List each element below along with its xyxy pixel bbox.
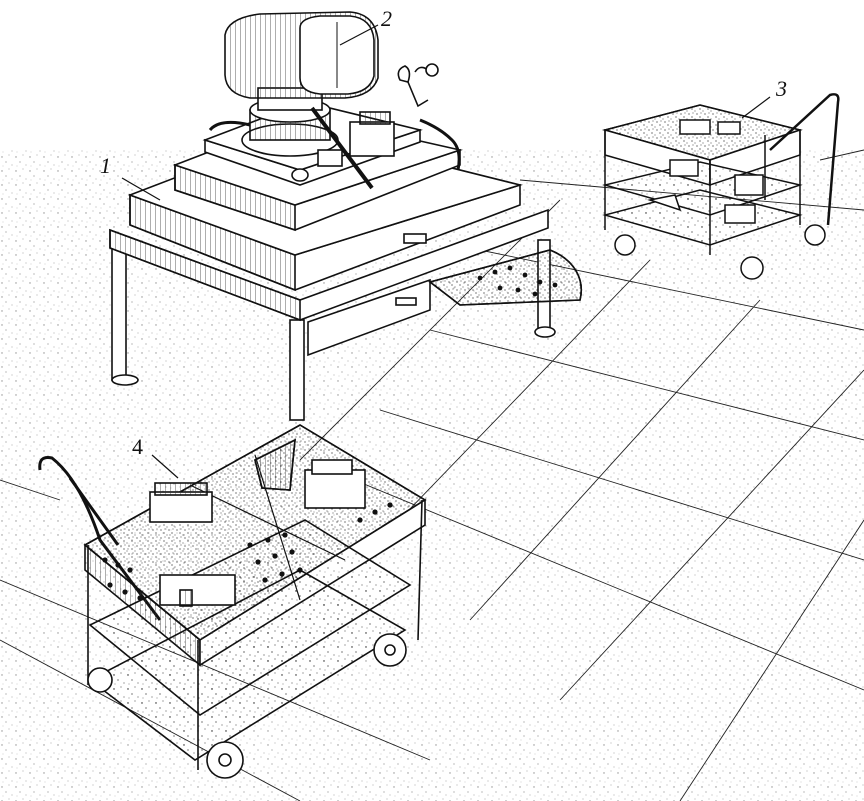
optical-head (208, 11, 461, 190)
callout-1: 1 (100, 153, 111, 178)
trolley-3 (602, 93, 840, 280)
callout-2: 2 (381, 6, 392, 31)
leader-lines (121, 24, 771, 479)
trolley-4 (38, 424, 427, 779)
callout-4: 4 (132, 434, 143, 459)
callout-3: 3 (776, 76, 787, 101)
workbench-table (109, 101, 582, 421)
